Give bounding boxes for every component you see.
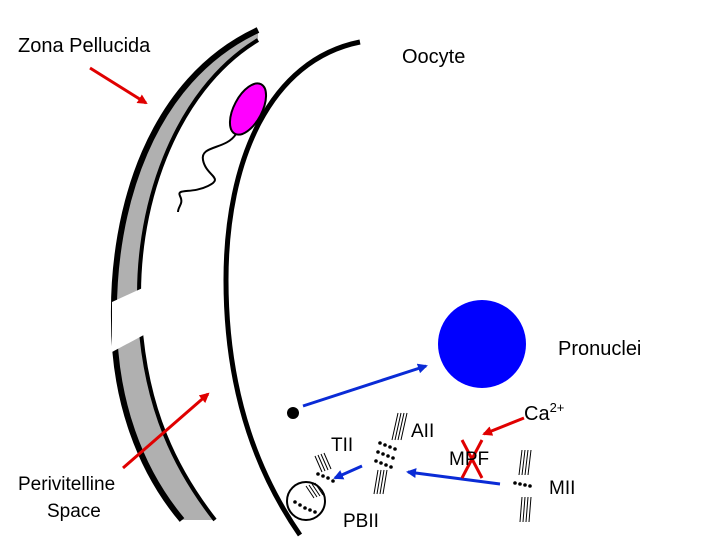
mii-dots	[513, 481, 532, 488]
aii-dots	[374, 441, 397, 469]
label-mpf: MPF	[449, 449, 489, 470]
chromatin-dot	[287, 407, 299, 419]
pbii-chromosomes	[305, 482, 324, 499]
label-calcium: Ca2+	[524, 400, 564, 425]
label-perivitelline-line1: Perivitelline	[18, 474, 115, 495]
tii-to-pbii-arrow	[333, 464, 363, 480]
label-mii: MII	[549, 478, 575, 499]
label-pbii: PBII	[343, 511, 379, 532]
zona-pointer-arrow	[89, 66, 148, 105]
zona-pellucida-band	[113, 30, 258, 520]
mpf-blocked-x	[460, 439, 484, 479]
polar-body-ii	[286, 481, 326, 521]
label-zona-pellucida: Zona Pellucida	[18, 35, 151, 57]
pbii-dots	[293, 500, 317, 514]
aii-chromosomes-upper	[391, 412, 408, 441]
to-pronucleus-arrow	[302, 363, 428, 408]
zona-outer-edge	[110, 27, 260, 522]
zona-entry-channel	[112, 280, 168, 352]
sperm-head	[228, 82, 268, 136]
sperm-tail	[177, 133, 237, 213]
mii-chromosomes-lower	[519, 496, 532, 523]
oocyte-membrane	[223, 39, 361, 537]
mii-chromosomes-upper	[518, 449, 532, 476]
tii-dots	[316, 472, 335, 483]
tii-chromosomes	[314, 452, 332, 473]
label-tii: TII	[331, 435, 353, 456]
mii-to-aii-arrow	[406, 468, 501, 486]
label-pronuclei: Pronuclei	[558, 338, 641, 360]
label-oocyte: Oocyte	[402, 46, 465, 68]
perivitelline-pointer-arrow	[122, 392, 210, 470]
label-aii: AII	[411, 421, 434, 442]
aii-chromosomes-lower	[373, 469, 388, 495]
label-perivitelline-line2: Space	[47, 501, 101, 522]
pronucleus	[438, 300, 526, 388]
calcium-arrow	[482, 416, 525, 436]
